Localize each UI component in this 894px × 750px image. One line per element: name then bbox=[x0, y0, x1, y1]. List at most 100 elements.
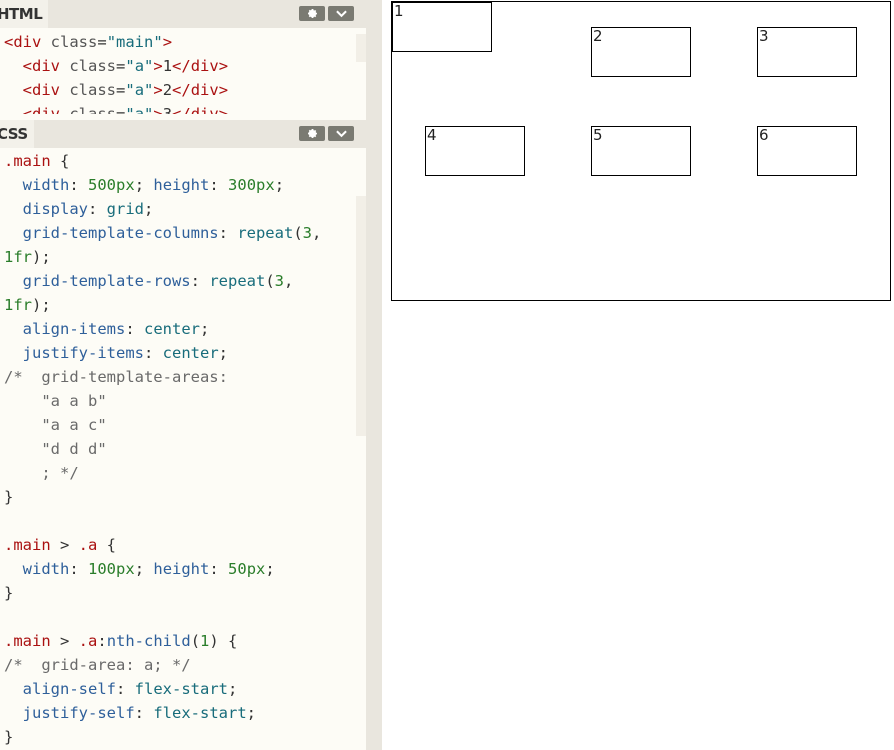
code-token: "a" bbox=[125, 57, 154, 75]
code-line: .main > .a:nth-child(1) { bbox=[0, 629, 366, 653]
code-token: 1 bbox=[200, 632, 210, 650]
code-token: 50px bbox=[228, 560, 266, 578]
code-token bbox=[4, 560, 23, 578]
code-token: : bbox=[144, 344, 163, 362]
html-settings-button[interactable] bbox=[299, 6, 325, 21]
code-token: > bbox=[50, 536, 79, 554]
code-line bbox=[0, 509, 366, 533]
code-token: ; bbox=[134, 176, 154, 194]
code-line: } bbox=[0, 725, 366, 749]
code-token: ; bbox=[274, 176, 285, 194]
code-token: grid bbox=[106, 200, 144, 218]
code-token: : bbox=[134, 704, 154, 722]
code-line: .main > .a { bbox=[0, 533, 366, 557]
code-token: : bbox=[88, 200, 107, 218]
css-settings-button[interactable] bbox=[299, 126, 325, 141]
code-token: grid-template-columns bbox=[22, 224, 219, 242]
code-line: width: 100px; height: 50px; bbox=[0, 557, 366, 581]
code-token: 3 bbox=[162, 105, 173, 114]
grid-item-4: 4 bbox=[425, 126, 525, 176]
code-token: align-items bbox=[22, 320, 126, 338]
code-token bbox=[4, 81, 23, 99]
code-token: 2 bbox=[162, 81, 173, 99]
code-token: width bbox=[22, 176, 70, 194]
code-line: "d d d" bbox=[0, 437, 366, 461]
code-token: > bbox=[153, 105, 163, 114]
code-token: : bbox=[69, 560, 89, 578]
code-token: : bbox=[116, 680, 135, 698]
gear-icon bbox=[307, 128, 318, 139]
code-token bbox=[4, 272, 23, 290]
code-token: ; bbox=[246, 704, 256, 722]
grid-item-1: 1 bbox=[392, 2, 492, 52]
grid-item-2: 2 bbox=[591, 27, 691, 77]
css-code-editor[interactable]: .main { width: 500px; height: 300px; dis… bbox=[0, 149, 366, 750]
code-token: = bbox=[97, 33, 107, 51]
code-line: align-self: flex-start; bbox=[0, 677, 366, 701]
css-panel-header: CSS bbox=[0, 120, 366, 148]
code-token: 3 bbox=[274, 272, 285, 290]
code-token: 1fr bbox=[4, 248, 32, 266]
code-line: "a a b" bbox=[0, 389, 366, 413]
code-token: 3 bbox=[302, 224, 312, 242]
css-collapse-button[interactable] bbox=[328, 126, 354, 141]
code-token: > bbox=[153, 81, 163, 99]
code-line: } bbox=[0, 485, 366, 509]
code-token: grid-template-rows bbox=[22, 272, 191, 290]
code-token: > bbox=[50, 632, 79, 650]
code-token: center bbox=[162, 344, 219, 362]
code-token: ; bbox=[144, 200, 154, 218]
code-token: repeat bbox=[209, 272, 266, 290]
code-token: } bbox=[4, 728, 14, 746]
code-token: flex-start bbox=[153, 704, 247, 722]
panel-resize-gutter[interactable] bbox=[366, 0, 382, 750]
html-code-editor[interactable]: <div class="main"> <div class="a">1</div… bbox=[0, 30, 366, 114]
code-token: 500px bbox=[88, 176, 135, 194]
code-token: ; bbox=[218, 344, 229, 362]
code-token: "a a b" bbox=[4, 392, 107, 410]
code-token: <div bbox=[22, 105, 70, 114]
code-line: display: grid; bbox=[0, 197, 366, 221]
code-line bbox=[0, 605, 366, 629]
code-token: .main bbox=[4, 536, 51, 554]
code-token: ; bbox=[228, 680, 238, 698]
code-token: "d d d" bbox=[4, 440, 107, 458]
code-token: "a a c" bbox=[4, 416, 107, 434]
code-token bbox=[4, 224, 23, 242]
code-token: 300px bbox=[228, 176, 275, 194]
html-editor-scrollbar[interactable] bbox=[356, 34, 366, 62]
code-token: height bbox=[153, 176, 210, 194]
code-token: ); bbox=[32, 296, 51, 314]
css-editor-scrollbar[interactable] bbox=[356, 196, 366, 436]
html-collapse-button[interactable] bbox=[328, 6, 354, 21]
code-token: justify-items bbox=[22, 344, 144, 362]
code-token: class bbox=[50, 33, 98, 51]
code-token: .a bbox=[78, 536, 98, 554]
code-token bbox=[4, 704, 23, 722]
code-token: "main" bbox=[106, 33, 163, 51]
code-token: </div> bbox=[172, 105, 229, 114]
code-token: > bbox=[153, 57, 163, 75]
code-token: 1 bbox=[162, 57, 173, 75]
code-token: : bbox=[97, 632, 107, 650]
code-token bbox=[4, 176, 23, 194]
code-token: ; bbox=[265, 560, 275, 578]
code-token: } bbox=[4, 584, 14, 602]
preview-pane: 1 2 3 4 5 6 bbox=[382, 0, 894, 750]
code-token: ) { bbox=[209, 632, 238, 650]
code-token: , bbox=[284, 272, 294, 290]
chevron-down-icon bbox=[335, 130, 347, 138]
grid-item-6: 6 bbox=[757, 126, 857, 176]
code-token: <div bbox=[22, 81, 70, 99]
code-token bbox=[4, 105, 23, 114]
code-token: { bbox=[50, 152, 70, 170]
code-token: class bbox=[69, 105, 117, 114]
code-line: .main { bbox=[0, 149, 366, 173]
code-token: = bbox=[116, 105, 126, 114]
chevron-down-icon bbox=[335, 10, 347, 18]
code-token bbox=[4, 344, 23, 362]
code-line: 1fr); bbox=[0, 293, 366, 317]
code-token: ( bbox=[293, 224, 303, 242]
code-token: > bbox=[162, 33, 173, 51]
code-token: .a bbox=[78, 632, 98, 650]
